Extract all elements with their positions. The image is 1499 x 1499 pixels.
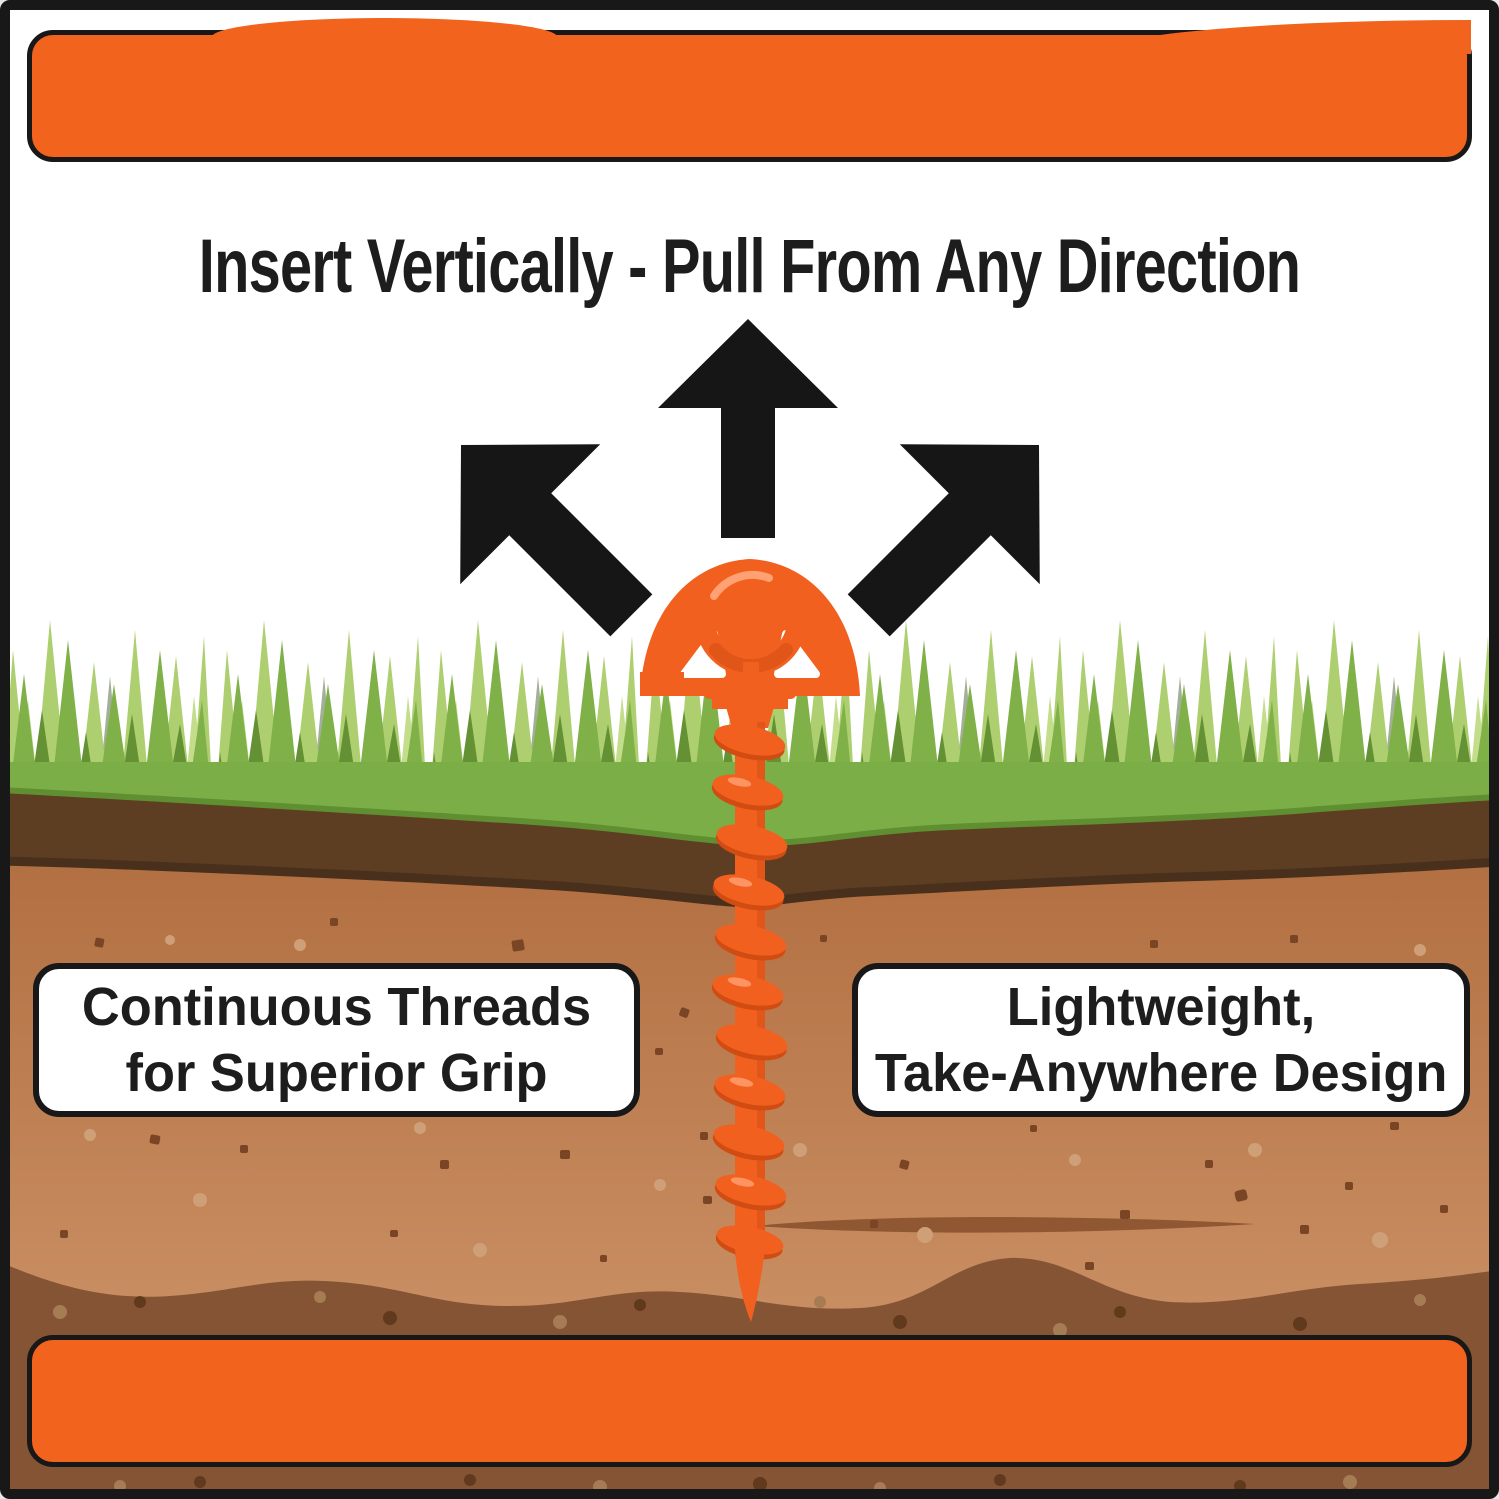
- soil-streak: [755, 1217, 1255, 1233]
- subsoil-spots-dark: [134, 1296, 1307, 1489]
- page-title: Insert Vertically - Pull From Any Direct…: [198, 224, 1301, 309]
- soil-spots-light: [84, 935, 1426, 1257]
- callout-lightweight: Lightweight, Take-Anywhere Design: [852, 963, 1470, 1117]
- anchor-ring-highlight: [710, 571, 773, 600]
- callout-threads-line1: Continuous Threads: [81, 977, 592, 1037]
- anchor-tip: [735, 1248, 765, 1322]
- callout-lightweight-line2: Take-Anywhere Design: [874, 1043, 1448, 1103]
- anchor-stem: [743, 662, 759, 690]
- arrow-up-icon: [658, 319, 838, 538]
- callout-threads: Continuous Threads for Superior Grip: [33, 963, 640, 1117]
- spiral-ground-anchor: [640, 559, 860, 1322]
- subsoil-spots-light: [53, 1291, 1426, 1489]
- bottom-banner: [27, 1335, 1472, 1467]
- top-banner: [27, 18, 1472, 162]
- anchor-bar: [704, 686, 796, 699]
- anchor-threads: [711, 724, 788, 1260]
- callout-lightweight-line1: Lightweight,: [1006, 977, 1316, 1037]
- anchor-flange: [712, 697, 788, 709]
- anchor-hook: [640, 672, 684, 696]
- callout-threads-line2: for Superior Grip: [125, 1043, 548, 1103]
